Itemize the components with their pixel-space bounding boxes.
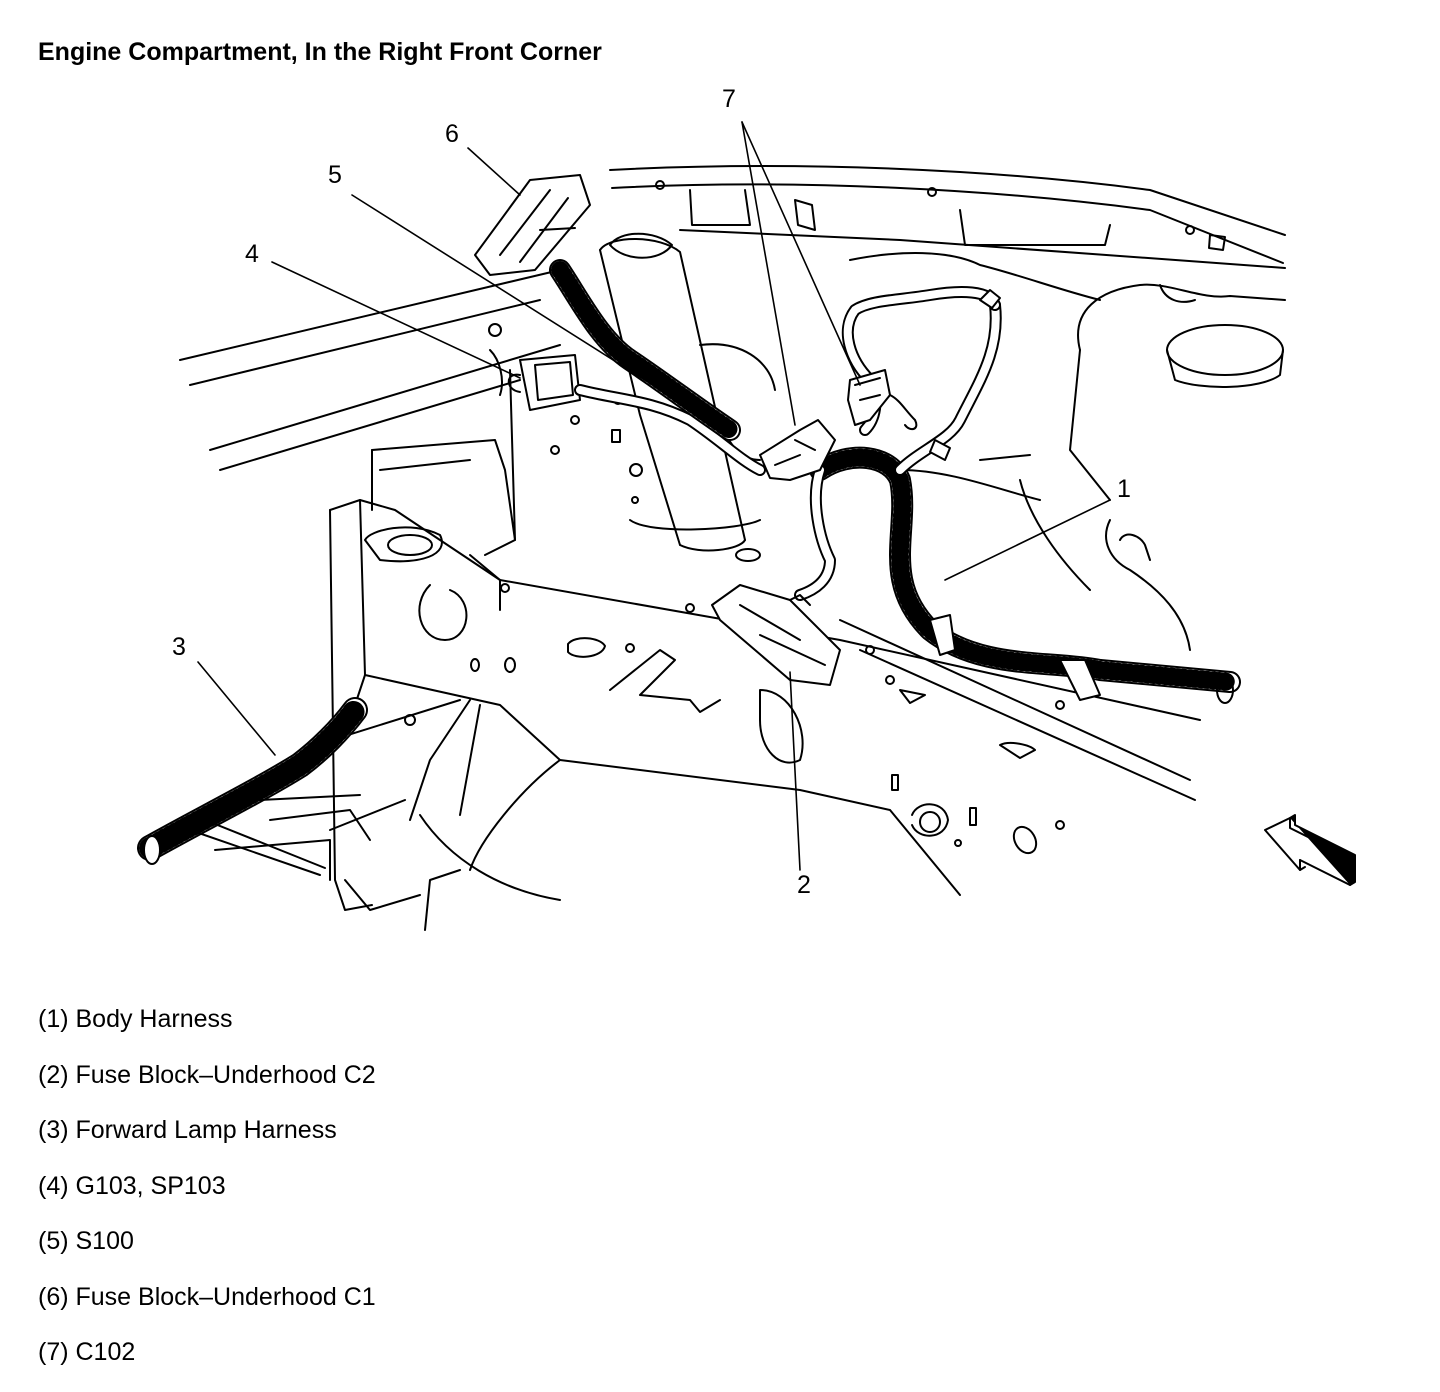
callout-4: 4 bbox=[245, 240, 259, 268]
legend-item-3: (3) Forward Lamp Harness bbox=[38, 1116, 337, 1144]
cowl-panel bbox=[609, 165, 1286, 301]
legend-item-7: (7) C102 bbox=[38, 1338, 136, 1366]
legend-item-2: (2) Fuse Block–Underhood C2 bbox=[38, 1060, 376, 1089]
fuse-block-c1 bbox=[474, 174, 741, 441]
panel-holes bbox=[404, 323, 1065, 855]
legend-item-1: (1) Body Harness bbox=[38, 1005, 233, 1033]
fuse-block-c2 bbox=[711, 584, 841, 686]
legend-item-5: (5) S100 bbox=[38, 1227, 134, 1255]
forward-lamp-harness bbox=[137, 697, 371, 881]
legend-list: (1) Body Harness (2) Fuse Block–Underhoo… bbox=[38, 1003, 376, 1392]
diagram-title: Engine Compartment, In the Right Front C… bbox=[38, 38, 602, 66]
legend-item-4: (4) G103, SP103 bbox=[38, 1171, 226, 1200]
callout-5: 5 bbox=[328, 161, 342, 189]
callout-leaders bbox=[197, 121, 1111, 871]
reservoir bbox=[1069, 283, 1286, 501]
lower-panels bbox=[839, 454, 1196, 801]
engine-compartment-diagram: 1 2 3 4 5 6 7 bbox=[0, 80, 1440, 980]
callout-6: 6 bbox=[445, 120, 459, 148]
callout-2: 2 bbox=[797, 871, 811, 899]
direction-arrow-icon bbox=[1264, 814, 1356, 886]
front-body-structure bbox=[299, 439, 1201, 931]
legend-item-6: (6) Fuse Block–Underhood C1 bbox=[38, 1282, 376, 1311]
callout-7: 7 bbox=[722, 85, 736, 113]
callout-3: 3 bbox=[172, 633, 186, 661]
fender-rails bbox=[179, 269, 561, 541]
callout-1: 1 bbox=[1117, 475, 1131, 503]
c102-connector bbox=[759, 369, 918, 481]
g103-connector bbox=[507, 354, 766, 476]
